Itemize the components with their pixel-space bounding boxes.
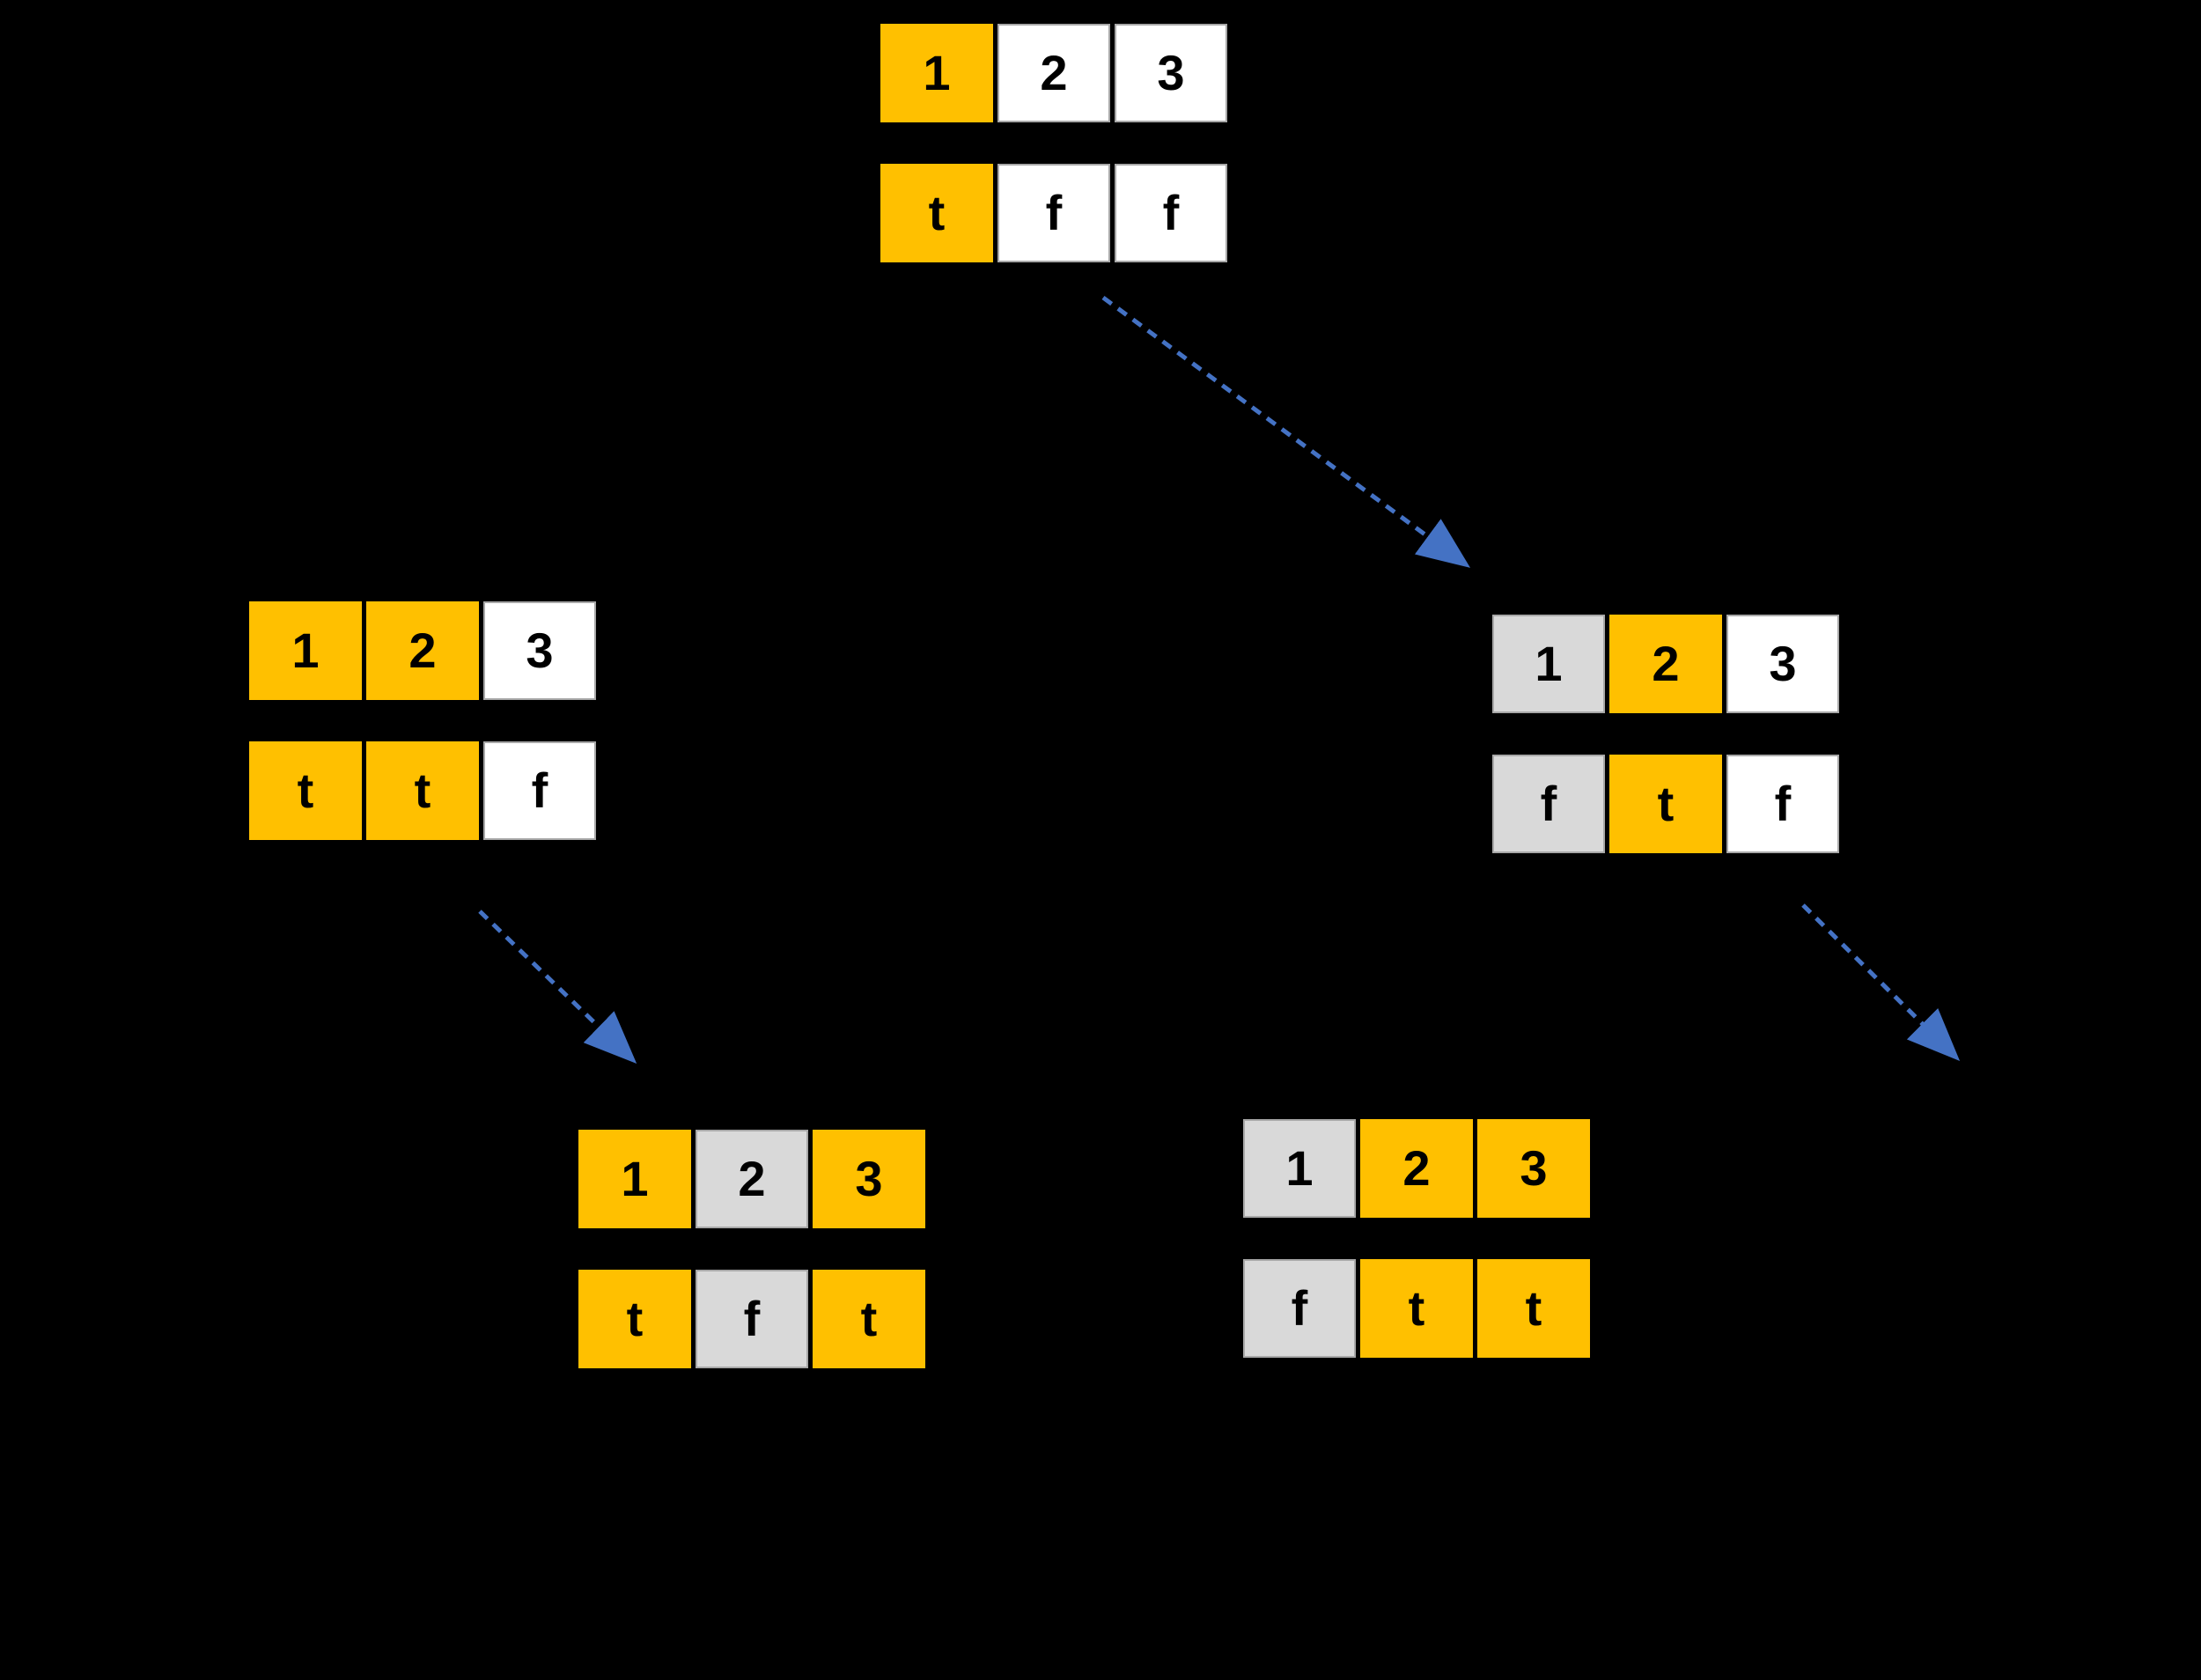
values-row: 1 2 3: [1243, 1119, 1590, 1218]
arrow-right-child-down-right: [1801, 903, 1961, 1062]
value-cell: 2: [997, 24, 1110, 122]
flag-cell: f: [1726, 755, 1839, 853]
values-row: 1 2 3: [249, 601, 596, 700]
flag-cell: t: [1609, 755, 1722, 853]
value-cell: 2: [366, 601, 479, 700]
value-cell: 2: [696, 1130, 808, 1228]
flag-cell: f: [997, 164, 1110, 262]
perm-table-bottom-middle: 1 2 3 f t t: [1243, 1119, 1590, 1358]
flags-row: t t f: [249, 741, 596, 840]
flag-cell: t: [1477, 1259, 1590, 1358]
flags-row: t f f: [880, 164, 1227, 262]
flag-cell: t: [249, 741, 362, 840]
value-cell: 3: [813, 1130, 925, 1228]
arrow-root-to-right-child: [1101, 295, 1471, 568]
flag-cell: f: [1115, 164, 1227, 262]
value-cell: 2: [1609, 615, 1722, 713]
arrow-left-child-to-bottom-left: [478, 910, 637, 1064]
flag-cell: t: [578, 1270, 691, 1368]
value-cell: 1: [1492, 615, 1605, 713]
values-row: 1 2 3: [578, 1130, 925, 1228]
perm-table-root: 1 2 3 t f f: [880, 24, 1227, 262]
value-cell: 1: [578, 1130, 691, 1228]
value-cell: 3: [1115, 24, 1227, 122]
value-cell: 1: [249, 601, 362, 700]
perm-table-bottom-left: 1 2 3 t f t: [578, 1130, 925, 1368]
value-cell: 1: [880, 24, 993, 122]
flags-row: f t f: [1492, 755, 1839, 853]
value-cell: 3: [483, 601, 596, 700]
flag-cell: f: [483, 741, 596, 840]
value-cell: 3: [1726, 615, 1839, 713]
flags-row: t f t: [578, 1270, 925, 1368]
perm-table-right-child: 1 2 3 f t f: [1492, 615, 1839, 853]
values-row: 1 2 3: [880, 24, 1227, 122]
value-cell: 1: [1243, 1119, 1356, 1218]
flag-cell: t: [880, 164, 993, 262]
flag-cell: t: [813, 1270, 925, 1368]
flags-row: f t t: [1243, 1259, 1590, 1358]
flag-cell: t: [1360, 1259, 1473, 1358]
value-cell: 2: [1360, 1119, 1473, 1218]
flag-cell: t: [366, 741, 479, 840]
perm-table-left-child: 1 2 3 t t f: [249, 601, 596, 840]
values-row: 1 2 3: [1492, 615, 1839, 713]
flag-cell: f: [1243, 1259, 1356, 1358]
flag-cell: f: [1492, 755, 1605, 853]
value-cell: 3: [1477, 1119, 1590, 1218]
flag-cell: f: [696, 1270, 808, 1368]
